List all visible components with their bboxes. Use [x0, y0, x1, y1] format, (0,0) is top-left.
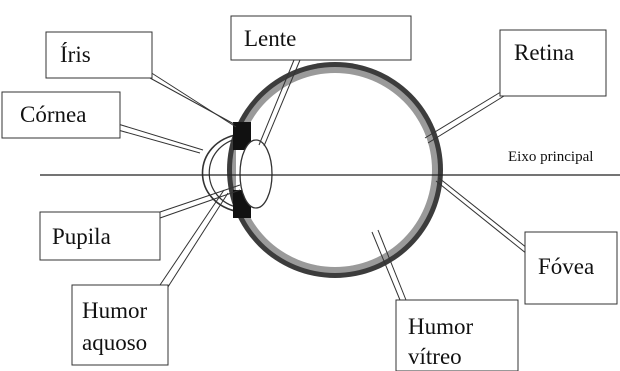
- label-pupila: Pupila: [40, 212, 160, 260]
- label-lente-text: Lente: [244, 26, 296, 51]
- eixo-principal-label: Eixo principal: [508, 149, 593, 165]
- label-cornea-text: Córnea: [20, 102, 86, 127]
- label-fovea: Fóvea: [525, 232, 617, 304]
- label-iris-text: Íris: [60, 42, 91, 67]
- cornea-leader-2: [118, 130, 200, 153]
- fovea-leader-2: [436, 181, 532, 258]
- fovea-leader-1: [439, 178, 532, 252]
- aquoso-leader-1: [160, 190, 224, 285]
- label-humor-aquoso-line2: aquoso: [82, 330, 147, 355]
- aquoso-leader-2: [166, 193, 228, 290]
- label-cornea: Córnea: [2, 92, 120, 138]
- label-lente: Lente: [231, 16, 411, 60]
- label-humor-aquoso: Humor aquoso: [72, 285, 168, 365]
- label-humor-aquoso-line1: Humor: [82, 298, 148, 323]
- retina-leader-1: [425, 90, 504, 138]
- iris-leader-2: [150, 78, 234, 124]
- label-humor-vitreo: Humor vítreo: [396, 300, 518, 371]
- label-fovea-text: Fóvea: [538, 254, 594, 279]
- label-humor-vitreo-line2: vítreo: [408, 344, 462, 369]
- label-pupila-text: Pupila: [52, 224, 111, 249]
- cornea-leader-1: [118, 124, 203, 150]
- lens: [240, 140, 272, 208]
- retina-leader-2: [428, 96, 504, 143]
- label-iris: Íris: [46, 32, 152, 78]
- label-retina-text: Retina: [514, 40, 574, 65]
- label-retina: Retina: [500, 30, 606, 96]
- label-humor-vitreo-line1: Humor: [408, 314, 474, 339]
- iris-leader-1: [150, 72, 236, 127]
